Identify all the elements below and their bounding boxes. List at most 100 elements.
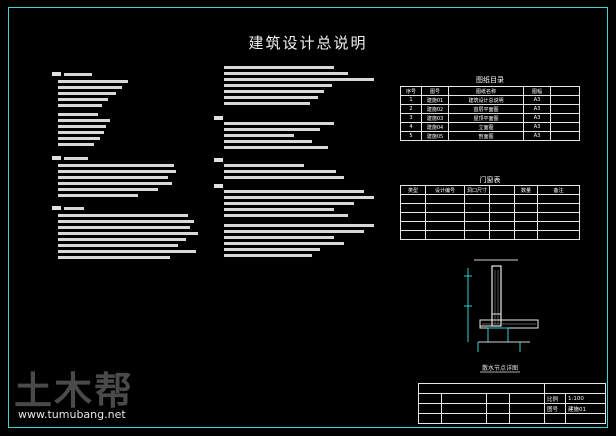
table-cell: 1 (400, 95, 422, 105)
table-cell (537, 194, 580, 204)
door-window-table: 类型 设计编号 洞口尺寸 数量 备注 (400, 185, 580, 240)
table-cell (537, 212, 580, 222)
table-row (400, 203, 580, 213)
note-line (58, 188, 158, 191)
section-marker (52, 156, 61, 160)
title-block-row: 比例 1:100 (418, 393, 606, 404)
table-cell: 5 (400, 131, 422, 141)
note-line (58, 143, 94, 146)
table-cell: 建施05 (421, 131, 449, 141)
table-cell: 3 (400, 113, 422, 123)
table-row (400, 230, 580, 240)
note-line (58, 170, 176, 173)
title-block-cell (565, 413, 606, 424)
table-cell (400, 230, 426, 240)
note-line (224, 176, 344, 179)
note-line (58, 86, 122, 89)
title-block-cell (544, 413, 566, 424)
table-cell (489, 203, 516, 213)
note-line (224, 236, 334, 239)
note-line (58, 119, 110, 122)
table-row: 4 建施04 立面图 A3 (400, 122, 580, 132)
note-line (224, 242, 344, 245)
table-row: 5 建施05 剖面图 A3 (400, 131, 580, 141)
note-line (224, 214, 348, 217)
title-block-cell (486, 393, 510, 404)
table-header-cell: 序号 (400, 86, 422, 96)
table-cell (550, 104, 580, 114)
note-line (224, 78, 374, 81)
drawing-list-table: 序号 图号 图纸名称 图幅 1 建施01 建筑设计总说明 A3 2 建施02 首… (400, 86, 580, 141)
drawing-no-label: 图号 (544, 403, 566, 414)
drawing-list-title: 图纸目录 (476, 76, 504, 84)
note-line (224, 230, 364, 233)
section-marker (214, 116, 223, 120)
note-line (58, 125, 106, 128)
table-cell (463, 203, 491, 213)
table-row (400, 212, 580, 222)
note-line (58, 182, 172, 185)
table-cell: 屋顶平面图 (448, 113, 524, 123)
section-marker (214, 158, 223, 162)
table-cell (400, 221, 426, 231)
table-cell (463, 212, 491, 222)
note-line (58, 164, 174, 167)
table-cell: A3 (523, 113, 551, 123)
table-cell (489, 212, 516, 222)
note-line (58, 80, 128, 83)
table-row: 1 建施01 建筑设计总说明 A3 (400, 95, 580, 105)
site-logo: 土木帮 (14, 368, 135, 413)
table-row: 3 建施03 屋顶平面图 A3 (400, 113, 580, 123)
table-cell (489, 230, 516, 240)
title-block-cell (418, 413, 442, 424)
table-cell (514, 230, 539, 240)
table-cell (550, 113, 580, 123)
ground-block (487, 327, 509, 343)
note-line (224, 66, 334, 69)
title-block-cell (509, 393, 545, 404)
table-cell (537, 203, 580, 213)
title-block-row (418, 383, 606, 394)
table-cell: 建筑设计总说明 (448, 95, 524, 105)
table-cell (550, 131, 580, 141)
site-url: www.tumubang.net (18, 408, 126, 421)
title-block-cell (544, 383, 606, 394)
note-line (224, 146, 328, 149)
note-line (224, 224, 374, 227)
table-cell: 剖面图 (448, 131, 524, 141)
title-block-cell (418, 403, 442, 414)
table-cell: 建施04 (421, 122, 449, 132)
table-header-cell: 图号 (421, 86, 449, 96)
title-block-row (418, 413, 606, 424)
table-cell: 立面图 (448, 122, 524, 132)
table-cell (463, 230, 491, 240)
table-header-cell (550, 86, 580, 96)
table-cell (537, 221, 580, 231)
scale-label: 比例 (544, 393, 566, 404)
note-line (224, 196, 374, 199)
table-cell: A3 (523, 104, 551, 114)
note-line (58, 137, 100, 140)
note-line (64, 73, 92, 76)
note-line (58, 92, 116, 95)
table-cell: 建施01 (421, 95, 449, 105)
table-row: 2 建施02 首层平面图 A3 (400, 104, 580, 114)
table-cell (425, 221, 465, 231)
table-cell (463, 221, 491, 231)
note-line (224, 84, 332, 87)
note-line (58, 232, 198, 235)
title-block-school (418, 383, 545, 394)
table-header-cell: 图幅 (523, 86, 551, 96)
title-block-cell (441, 393, 487, 404)
slab-section (479, 319, 539, 329)
table-header-cell: 图纸名称 (448, 86, 524, 96)
title-block-cell (441, 413, 487, 424)
title-block-drawing-name (441, 403, 487, 414)
title-block-row: 图号 建施01 (418, 403, 606, 414)
title-block: 比例 1:100 图号 建施01 (418, 383, 606, 424)
note-line (58, 113, 98, 116)
note-line (224, 164, 304, 167)
note-line (58, 238, 186, 241)
table-cell (400, 194, 426, 204)
section-marker (52, 206, 61, 210)
